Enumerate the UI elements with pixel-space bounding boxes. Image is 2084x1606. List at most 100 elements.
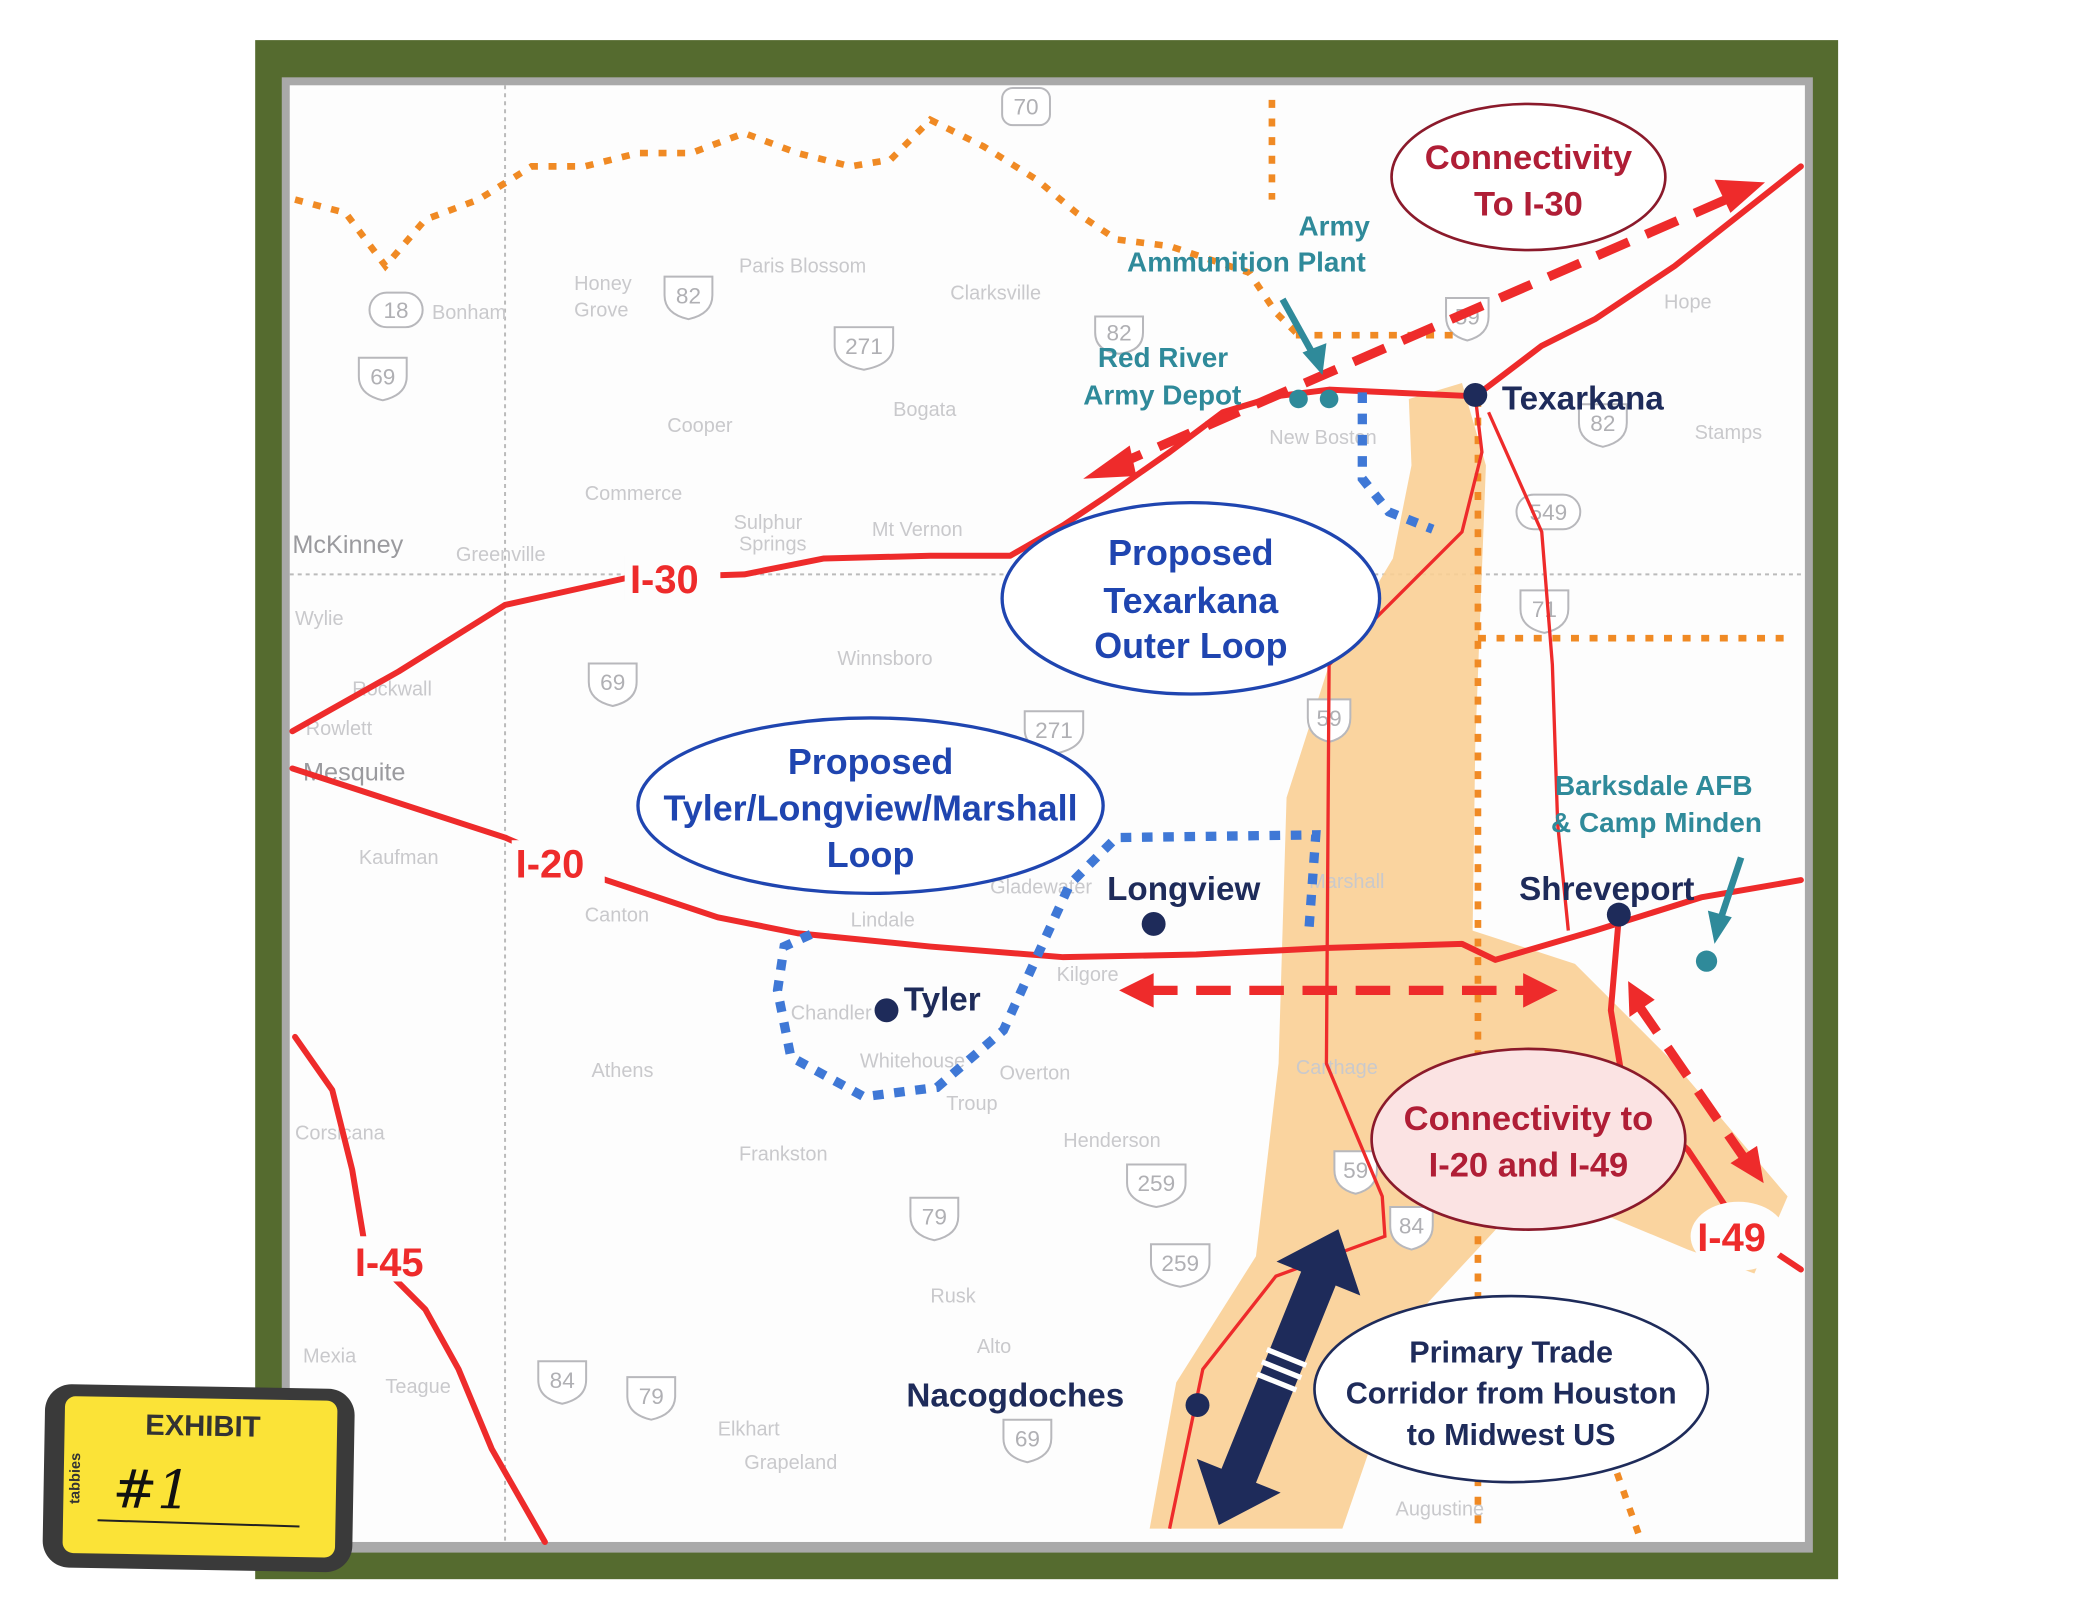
callout-connectivity-i20-i49: Connectivity to I-20 and I-49 <box>1370 1047 1687 1231</box>
map-shape: 69 <box>1002 1418 1053 1464</box>
map-label: Athens <box>591 1060 653 1082</box>
map-label: Loop <box>827 835 915 875</box>
map-label: Rowlett <box>306 718 373 740</box>
ammo-plant-label: Army <box>1299 210 1371 241</box>
tyler-longview-marshall-loop-route <box>772 830 1321 1102</box>
texarkana-outer-loop-route <box>1357 392 1435 534</box>
trade-corridor-arrow <box>1196 1229 1361 1526</box>
map-label: Paris Blossom <box>739 256 866 278</box>
depot-label: Red River <box>1098 342 1228 373</box>
map-label: I-49 <box>1697 1216 1766 1260</box>
map-shape <box>1001 86 1051 127</box>
map-shape <box>1119 973 1154 1008</box>
trade-corridor-area <box>1149 383 1788 1529</box>
map-label: Mesquite <box>303 758 405 786</box>
map-label: 79 <box>922 1204 947 1229</box>
map-shape <box>626 1376 677 1421</box>
map-label: Henderson <box>1063 1130 1160 1152</box>
map-label: Canton <box>585 904 649 926</box>
map-shape <box>1523 973 1558 1008</box>
ammo-plant-label-2: Ammunition Plant <box>1127 246 1366 277</box>
longview-marker <box>1141 911 1166 936</box>
map-shape <box>1107 188 1743 473</box>
background-towns: Paris Blossom Clarksville Bogata Cooper … <box>292 256 1762 1521</box>
map-shape <box>1515 493 1582 531</box>
map-label: Mexia <box>303 1346 357 1368</box>
route-shields: 70 18 69 82 271 82 59 82 549 71 69 271 5… <box>357 86 1628 1464</box>
map-label: Clarksville <box>950 282 1041 304</box>
map-shape <box>1730 1145 1764 1184</box>
callout-connectivity-i30: Connectivity To I-30 <box>1390 102 1667 252</box>
map-label: Proposed <box>788 742 953 782</box>
map-label: Bogata <box>893 399 957 421</box>
map-label: McKinney <box>292 531 403 559</box>
map-shape <box>663 275 714 321</box>
map-label: Primary Trade <box>1409 1336 1613 1370</box>
map-shape <box>1607 1454 1645 1544</box>
map-label: Rusk <box>930 1286 975 1308</box>
map-shape <box>357 356 408 402</box>
map-shape: 271 <box>833 326 895 371</box>
map-shape: 79 <box>909 1196 960 1242</box>
map-label: 84 <box>550 1368 575 1393</box>
map-shape: 71 <box>1519 589 1570 634</box>
map-shape <box>1255 1371 1298 1393</box>
map-label: Augustine <box>1396 1498 1485 1520</box>
map-shape <box>1690 1201 1787 1271</box>
map-label: 271 <box>845 334 883 359</box>
map-label: 82 <box>676 283 701 308</box>
map-label: I-30 <box>630 558 699 602</box>
map-label: To I-30 <box>1474 186 1583 224</box>
map-label: Carthage <box>1296 1057 1378 1079</box>
i20-route <box>289 765 1804 963</box>
shreveport-marker <box>1606 902 1631 927</box>
map-label: Wylie <box>295 608 344 630</box>
map-label: Chandler <box>791 1003 872 1025</box>
map-label: 69 <box>1015 1426 1040 1451</box>
map-label: Cooper <box>667 415 733 437</box>
map-shape <box>1577 403 1628 448</box>
map-label: 79 <box>639 1384 664 1409</box>
map-shape <box>1167 396 1484 1530</box>
nacogdoches-marker <box>1185 1393 1210 1418</box>
map-label: Kaufman <box>359 847 439 869</box>
map-shape <box>1279 297 1319 361</box>
map-label: Hope <box>1664 292 1712 314</box>
map-shape <box>909 1196 960 1242</box>
tyler-marker <box>874 998 899 1023</box>
map-label: Whitehouse <box>860 1050 965 1072</box>
map-shape <box>1313 1294 1710 1484</box>
exhibit-title: EXHIBIT <box>145 1410 261 1444</box>
map-shape: 259 <box>1126 1163 1187 1209</box>
map-shape: 18 <box>368 291 424 329</box>
map-shape <box>1519 589 1570 634</box>
map-label: 84 <box>1399 1214 1424 1239</box>
map-label: Proposed <box>1108 533 1273 573</box>
map-shape <box>1390 102 1667 252</box>
map-label: 259 <box>1137 1171 1175 1196</box>
map-label: Tyler/Longview/Marshall <box>664 788 1078 828</box>
map-shape: 69 <box>357 356 408 402</box>
map-shape <box>294 115 1299 335</box>
callout-trade-corridor: Primary Trade Corridor from Houston to M… <box>1313 1294 1710 1484</box>
map-label: Alto <box>977 1336 1011 1358</box>
map-shape <box>352 1236 440 1282</box>
map-shape <box>1714 179 1766 213</box>
map-shape <box>1094 315 1145 355</box>
city-label-shreveport: Shreveport <box>1519 871 1694 908</box>
map-shape <box>1370 1047 1687 1231</box>
facility-pointers <box>1279 297 1745 972</box>
map-shape <box>1707 910 1732 944</box>
map-label: 59 <box>1343 1158 1368 1183</box>
map-shape <box>537 1360 588 1405</box>
map-shape <box>1265 1347 1308 1368</box>
depot-marker <box>1319 389 1339 409</box>
map-label: Elkhart <box>718 1419 780 1441</box>
map-label: 82 <box>1590 411 1615 436</box>
map-shape <box>1149 1243 1211 1288</box>
map-shape <box>1000 500 1382 696</box>
map-shape <box>97 1519 300 1528</box>
map-label: Marshall <box>1309 871 1384 893</box>
map-label: Winnsboro <box>837 648 932 670</box>
